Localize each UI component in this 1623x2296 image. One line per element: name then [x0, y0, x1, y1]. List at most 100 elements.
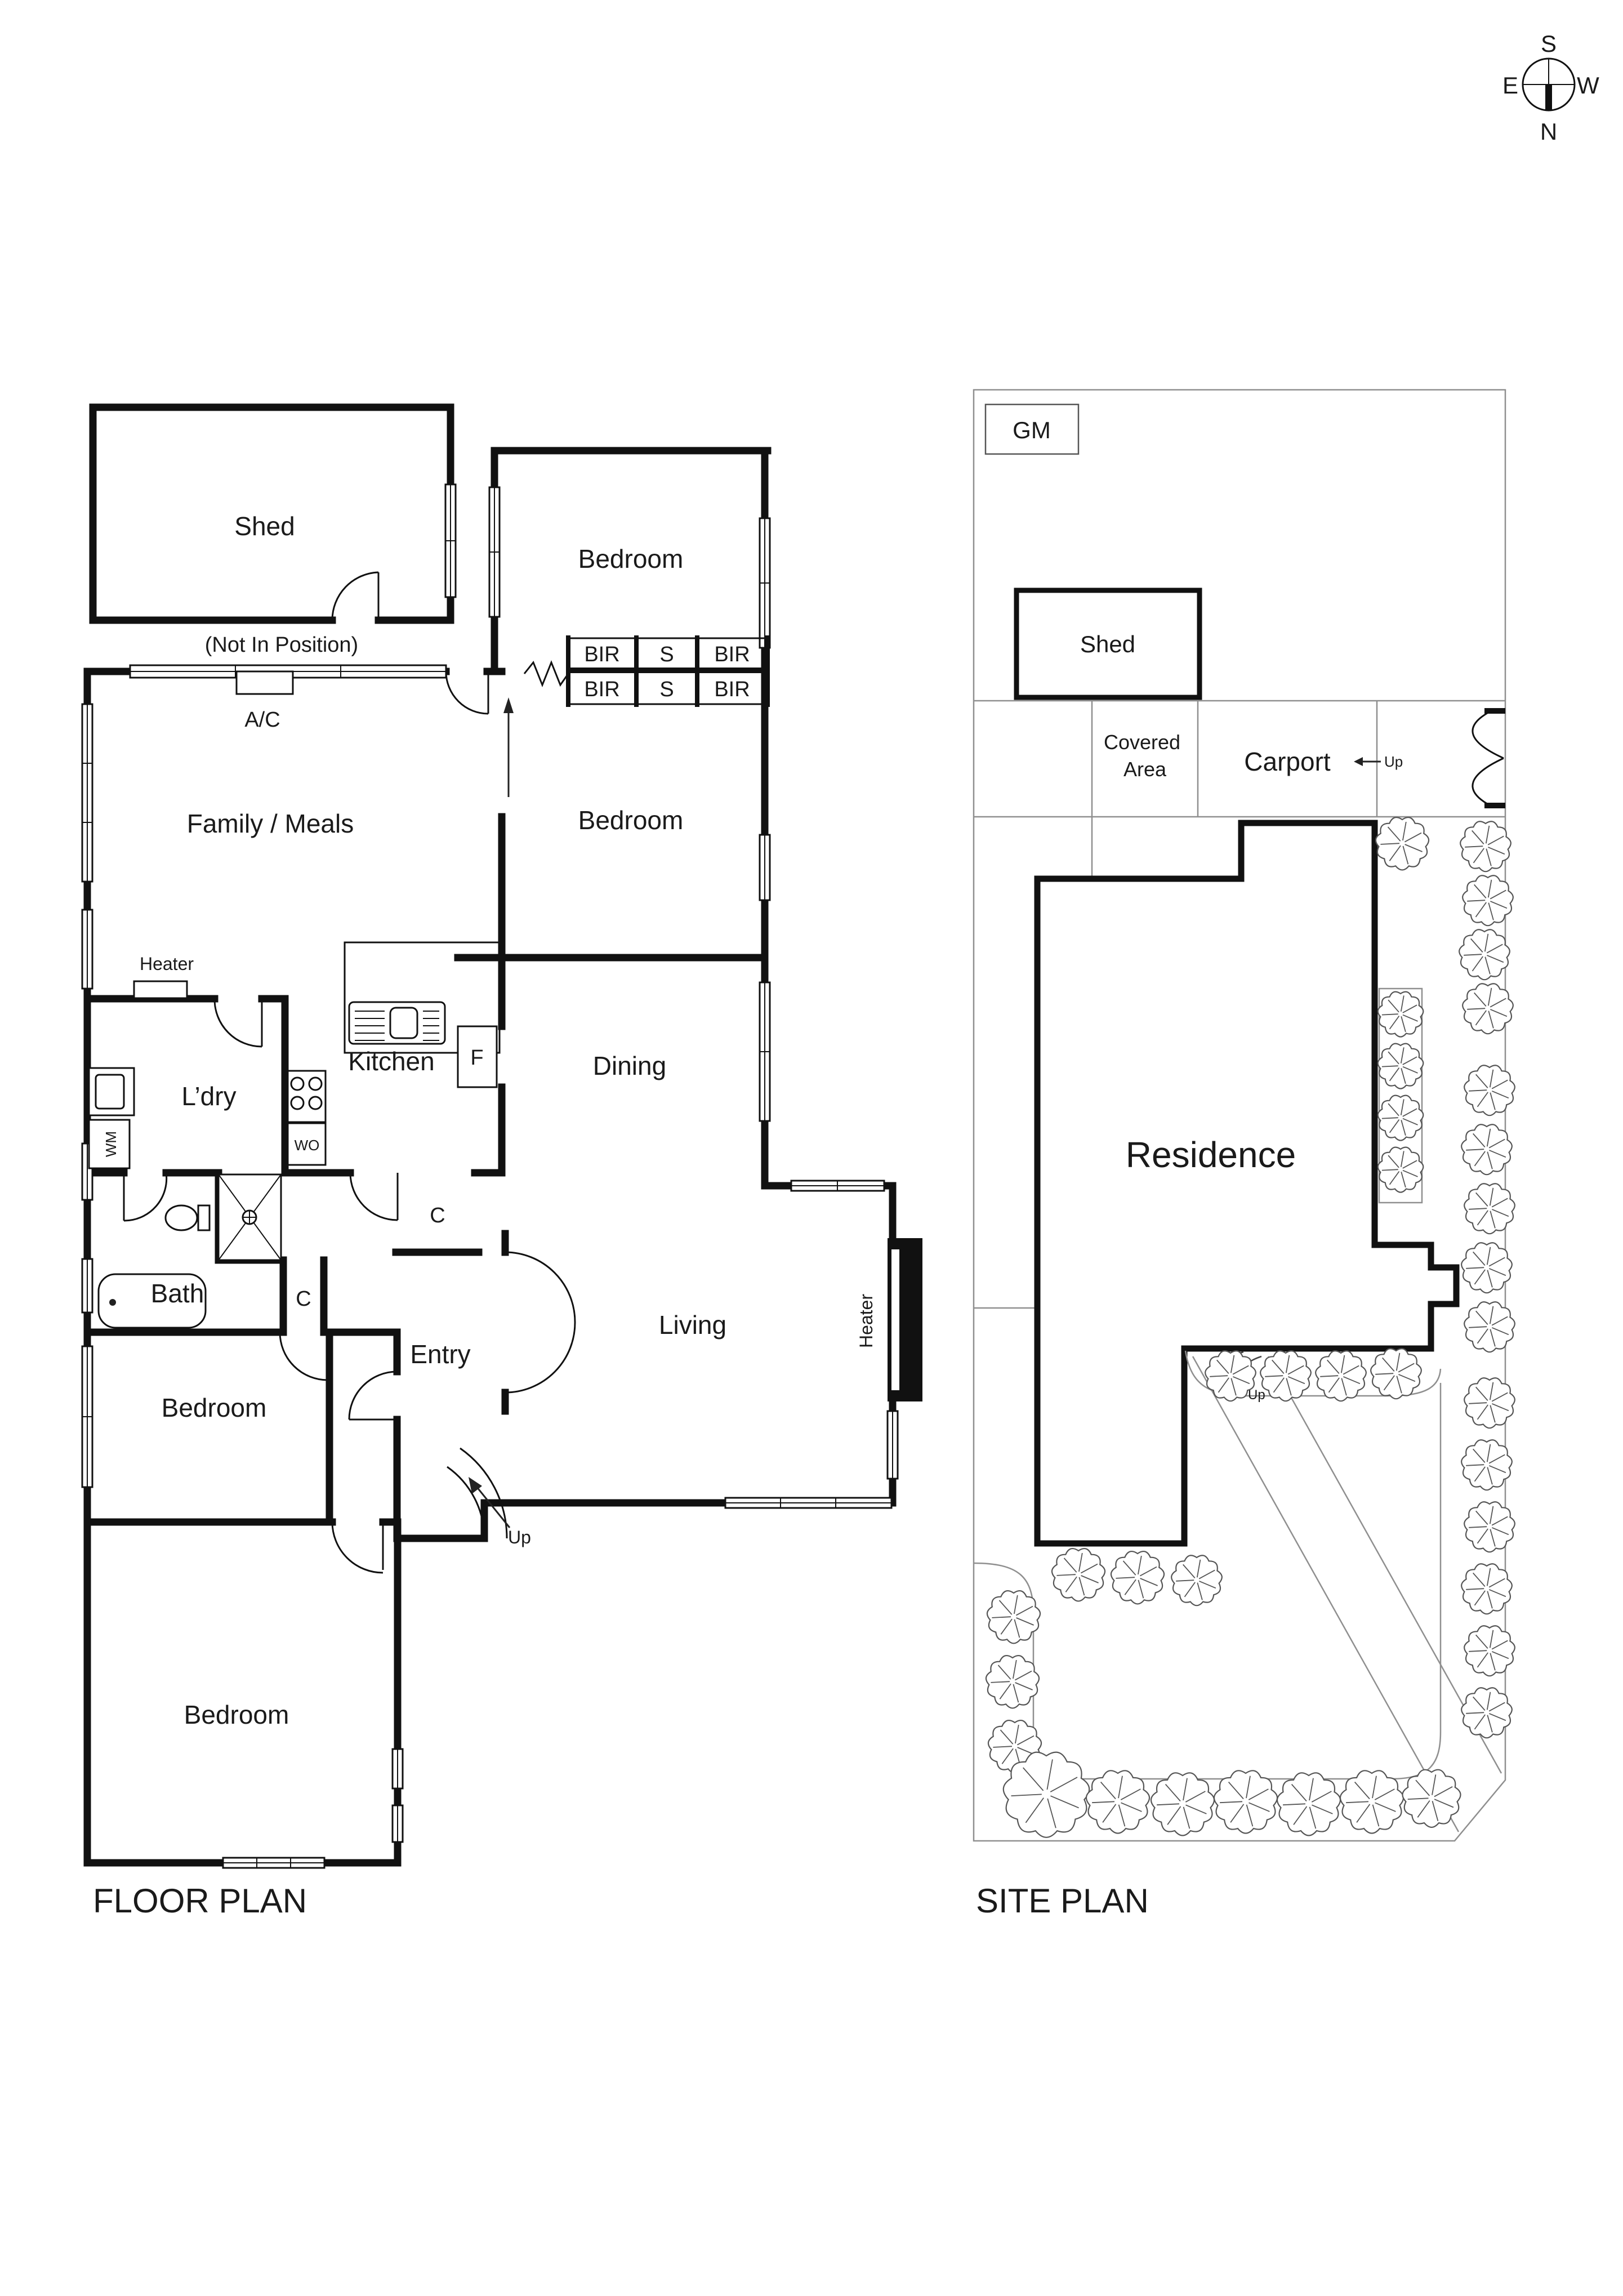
shed-door [331, 571, 380, 621]
windows [81, 486, 899, 1869]
washing-machine [88, 1119, 131, 1169]
kitchen-label: Kitchen [348, 1047, 434, 1076]
gm-label: GM [1013, 417, 1051, 443]
laundry-trough [88, 1067, 135, 1116]
wall-oven [287, 1122, 327, 1166]
washing-machine-label: WM [102, 1131, 119, 1157]
carport-label: Carport [1244, 747, 1331, 776]
compass-e: E [1502, 72, 1518, 99]
tree-icon [1461, 1563, 1513, 1615]
tree-icon [1002, 1751, 1090, 1838]
bir-3-label: BIR [584, 678, 619, 701]
tree-icon [1461, 1124, 1513, 1176]
cupboard-1-label: C [296, 1287, 311, 1311]
tree-icon [1110, 1550, 1165, 1605]
driveway-edge [1267, 1356, 1502, 1774]
compass-w: W [1577, 72, 1599, 99]
tree-branches [1220, 1776, 1270, 1827]
tree-icon [1461, 1439, 1513, 1491]
family-room-door [445, 671, 489, 715]
tree-icon [986, 1590, 1041, 1644]
shower [217, 1173, 282, 1261]
tree-branches [1381, 1047, 1418, 1084]
compass: S N E W [1502, 30, 1599, 145]
tree-branches [1157, 1778, 1207, 1829]
tree-icon [1315, 1350, 1367, 1402]
wall-oven-label: WO [295, 1137, 320, 1154]
stove [287, 1070, 327, 1123]
cupboard-2-label: C [430, 1204, 445, 1227]
tree-icon [1464, 1625, 1515, 1677]
tree-icon [1086, 1770, 1150, 1834]
kitchen-door [349, 1172, 399, 1221]
residence: Residence [1034, 820, 1460, 1547]
laundry-door [213, 998, 263, 1048]
site-plan: GM Shed Covered Area Carport Up [973, 389, 1515, 1920]
carport-up-arrow: Up [1354, 753, 1403, 770]
bedroom-mid-door [279, 1332, 329, 1381]
tree-branches [1381, 995, 1418, 1033]
tree-icon [1377, 1094, 1424, 1141]
toilet [164, 1204, 211, 1231]
tree-branches [1466, 1568, 1506, 1609]
gas-meter: GM [984, 403, 1080, 455]
family-meals-label: Family / Meals [187, 809, 354, 838]
tree-branches [1469, 1506, 1509, 1547]
tree-branches [1469, 1069, 1509, 1110]
bir-4-label: BIR [714, 678, 750, 701]
tree-icon [1464, 1065, 1515, 1116]
tree-icon [1459, 929, 1510, 981]
tree-branches [1469, 1306, 1509, 1347]
tree-branches [993, 1724, 1035, 1768]
tree-icon [985, 1654, 1040, 1709]
floor-plan-title: FLOOR PLAN [93, 1882, 307, 1920]
hall-arrow [503, 697, 514, 797]
shed-outbuilding [89, 403, 457, 624]
tree-branches [1375, 1352, 1416, 1394]
bedroom-top-label: Bedroom [578, 544, 684, 573]
fridge-space [457, 1025, 498, 1088]
tree-icon [1205, 1350, 1256, 1402]
laundry-label: L’dry [181, 1082, 236, 1111]
tree-branches [1210, 1355, 1250, 1396]
ac-label: A/C [244, 708, 280, 732]
heater-unit-left [133, 980, 188, 999]
heater-unit-right [888, 1238, 922, 1401]
dining-label: Dining [593, 1051, 666, 1080]
tree-icon [1051, 1547, 1106, 1602]
tree-branches [1467, 987, 1508, 1029]
tree-icon [1377, 991, 1424, 1038]
path-up-label: Up [1248, 1387, 1265, 1403]
s-2-label: S [659, 678, 674, 701]
tree-branches [1380, 821, 1423, 865]
tree-branches [1465, 825, 1505, 866]
site-shed: Shed [1014, 588, 1202, 700]
break-symbol [523, 660, 569, 688]
tree-icon [1464, 1377, 1515, 1429]
tree-branches [1466, 1128, 1506, 1169]
gate [1472, 708, 1505, 808]
shed-label: Shed [234, 511, 295, 541]
tree-icon [1462, 983, 1514, 1035]
bath-door [123, 1172, 168, 1222]
bath-label: Bath [151, 1279, 204, 1308]
fridge-label: F [470, 1046, 483, 1070]
site-shed-label: Shed [1080, 631, 1135, 657]
door-arcs [123, 671, 576, 1574]
carport-up-label: Up [1384, 753, 1403, 770]
tree-branches [1381, 1099, 1418, 1136]
tree-icon [1370, 1348, 1422, 1400]
tree-branches [1092, 1776, 1142, 1827]
tree-icon [1214, 1770, 1278, 1834]
heater-left-label: Heater [140, 954, 194, 974]
tree-icon [1464, 1301, 1515, 1353]
entry-door [348, 1371, 398, 1421]
tree-branches [992, 1595, 1034, 1638]
site-boundary [973, 389, 1506, 1842]
tree-icon [1464, 1501, 1515, 1553]
tree-branches [1407, 1774, 1454, 1822]
entry-steps [447, 1447, 511, 1539]
driveway-edge [1192, 1356, 1460, 1832]
living-double-doors [505, 1251, 576, 1394]
